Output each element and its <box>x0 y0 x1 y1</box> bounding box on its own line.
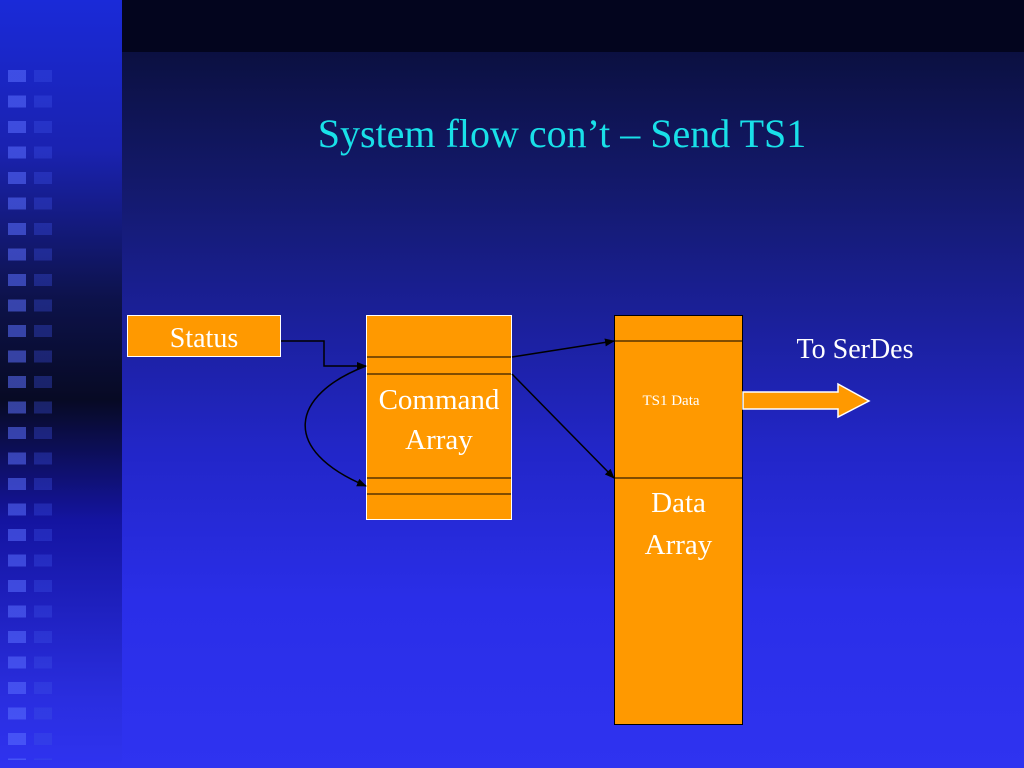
left-decorative-band <box>0 0 122 768</box>
data-array-label-line2: Array <box>644 529 713 561</box>
ts1-data-label: TS1 Data <box>642 393 700 409</box>
command-array-label-line1: Command <box>378 384 500 416</box>
status-box: Status <box>127 315 281 357</box>
command-to-data-arrow <box>511 373 615 479</box>
data-array-box <box>614 315 743 725</box>
data-array-label-line1: Data <box>651 487 706 519</box>
decorative-squares <box>8 70 28 760</box>
top-dark-band <box>122 0 1024 52</box>
command-to-ts1-arrow <box>511 338 615 358</box>
command-array-label-line2: Array <box>405 424 473 456</box>
to-serdes-label: To SerDes <box>796 334 914 365</box>
loop-arrow <box>304 365 367 487</box>
decorative-squares-faint <box>34 70 52 760</box>
status-connector-arrow <box>281 340 367 370</box>
data-array-label: Data Array <box>614 482 743 566</box>
command-array-box <box>366 315 512 520</box>
command-array-label: Command Array <box>362 380 516 460</box>
slide-title: System flow con’t – Send TS1 <box>317 111 807 156</box>
to-serdes-block-arrow <box>742 382 871 419</box>
